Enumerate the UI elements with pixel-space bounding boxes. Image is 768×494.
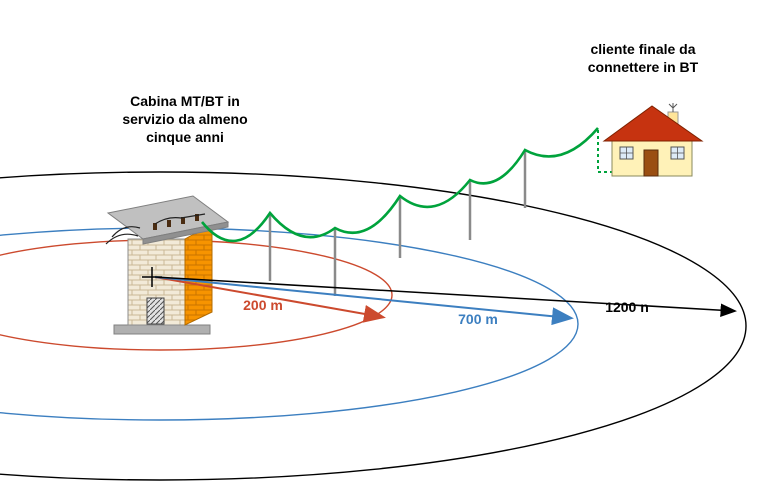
cabin-base	[113, 324, 211, 335]
house-window-left-mullion	[620, 147, 633, 159]
cabin-label-line1: Cabina MT/BT in	[130, 93, 240, 109]
house-door	[643, 149, 659, 177]
client-label-line1: cliente finale da	[590, 41, 696, 57]
cabin-mt-bt	[105, 195, 230, 335]
arrow-700m	[154, 276, 574, 326]
cabin-jumper-wires	[105, 213, 206, 245]
cabin-insulators	[153, 214, 199, 230]
client-label-line2: connettere in BT	[587, 59, 699, 75]
house-window-right-mullion	[671, 147, 684, 159]
cabin-side-face	[184, 223, 213, 326]
cabin-label: Cabina MT/BT in servizio da almeno cinqu…	[85, 92, 285, 146]
distance-label-1200m: 1200 n	[605, 299, 649, 315]
house-antenna	[668, 103, 678, 112]
client-label: cliente finale da connettere in BT	[548, 40, 738, 76]
distance-label-200m: 200 m	[243, 297, 283, 313]
cabin-label-line3: cinque anni	[146, 129, 224, 145]
bt-cable	[200, 127, 599, 243]
client-house	[602, 103, 704, 177]
arrow-1200m	[154, 276, 737, 317]
distance-label-700m: 700 m	[458, 311, 498, 327]
house-roof	[602, 105, 704, 142]
service-drop-dotted	[597, 130, 612, 173]
cabin-vent-window	[146, 297, 165, 325]
arrow-200m	[154, 276, 386, 323]
ring-1200m	[0, 171, 747, 481]
utility-poles	[268, 150, 527, 296]
cabin-label-line2: servizio da almeno	[122, 111, 248, 127]
